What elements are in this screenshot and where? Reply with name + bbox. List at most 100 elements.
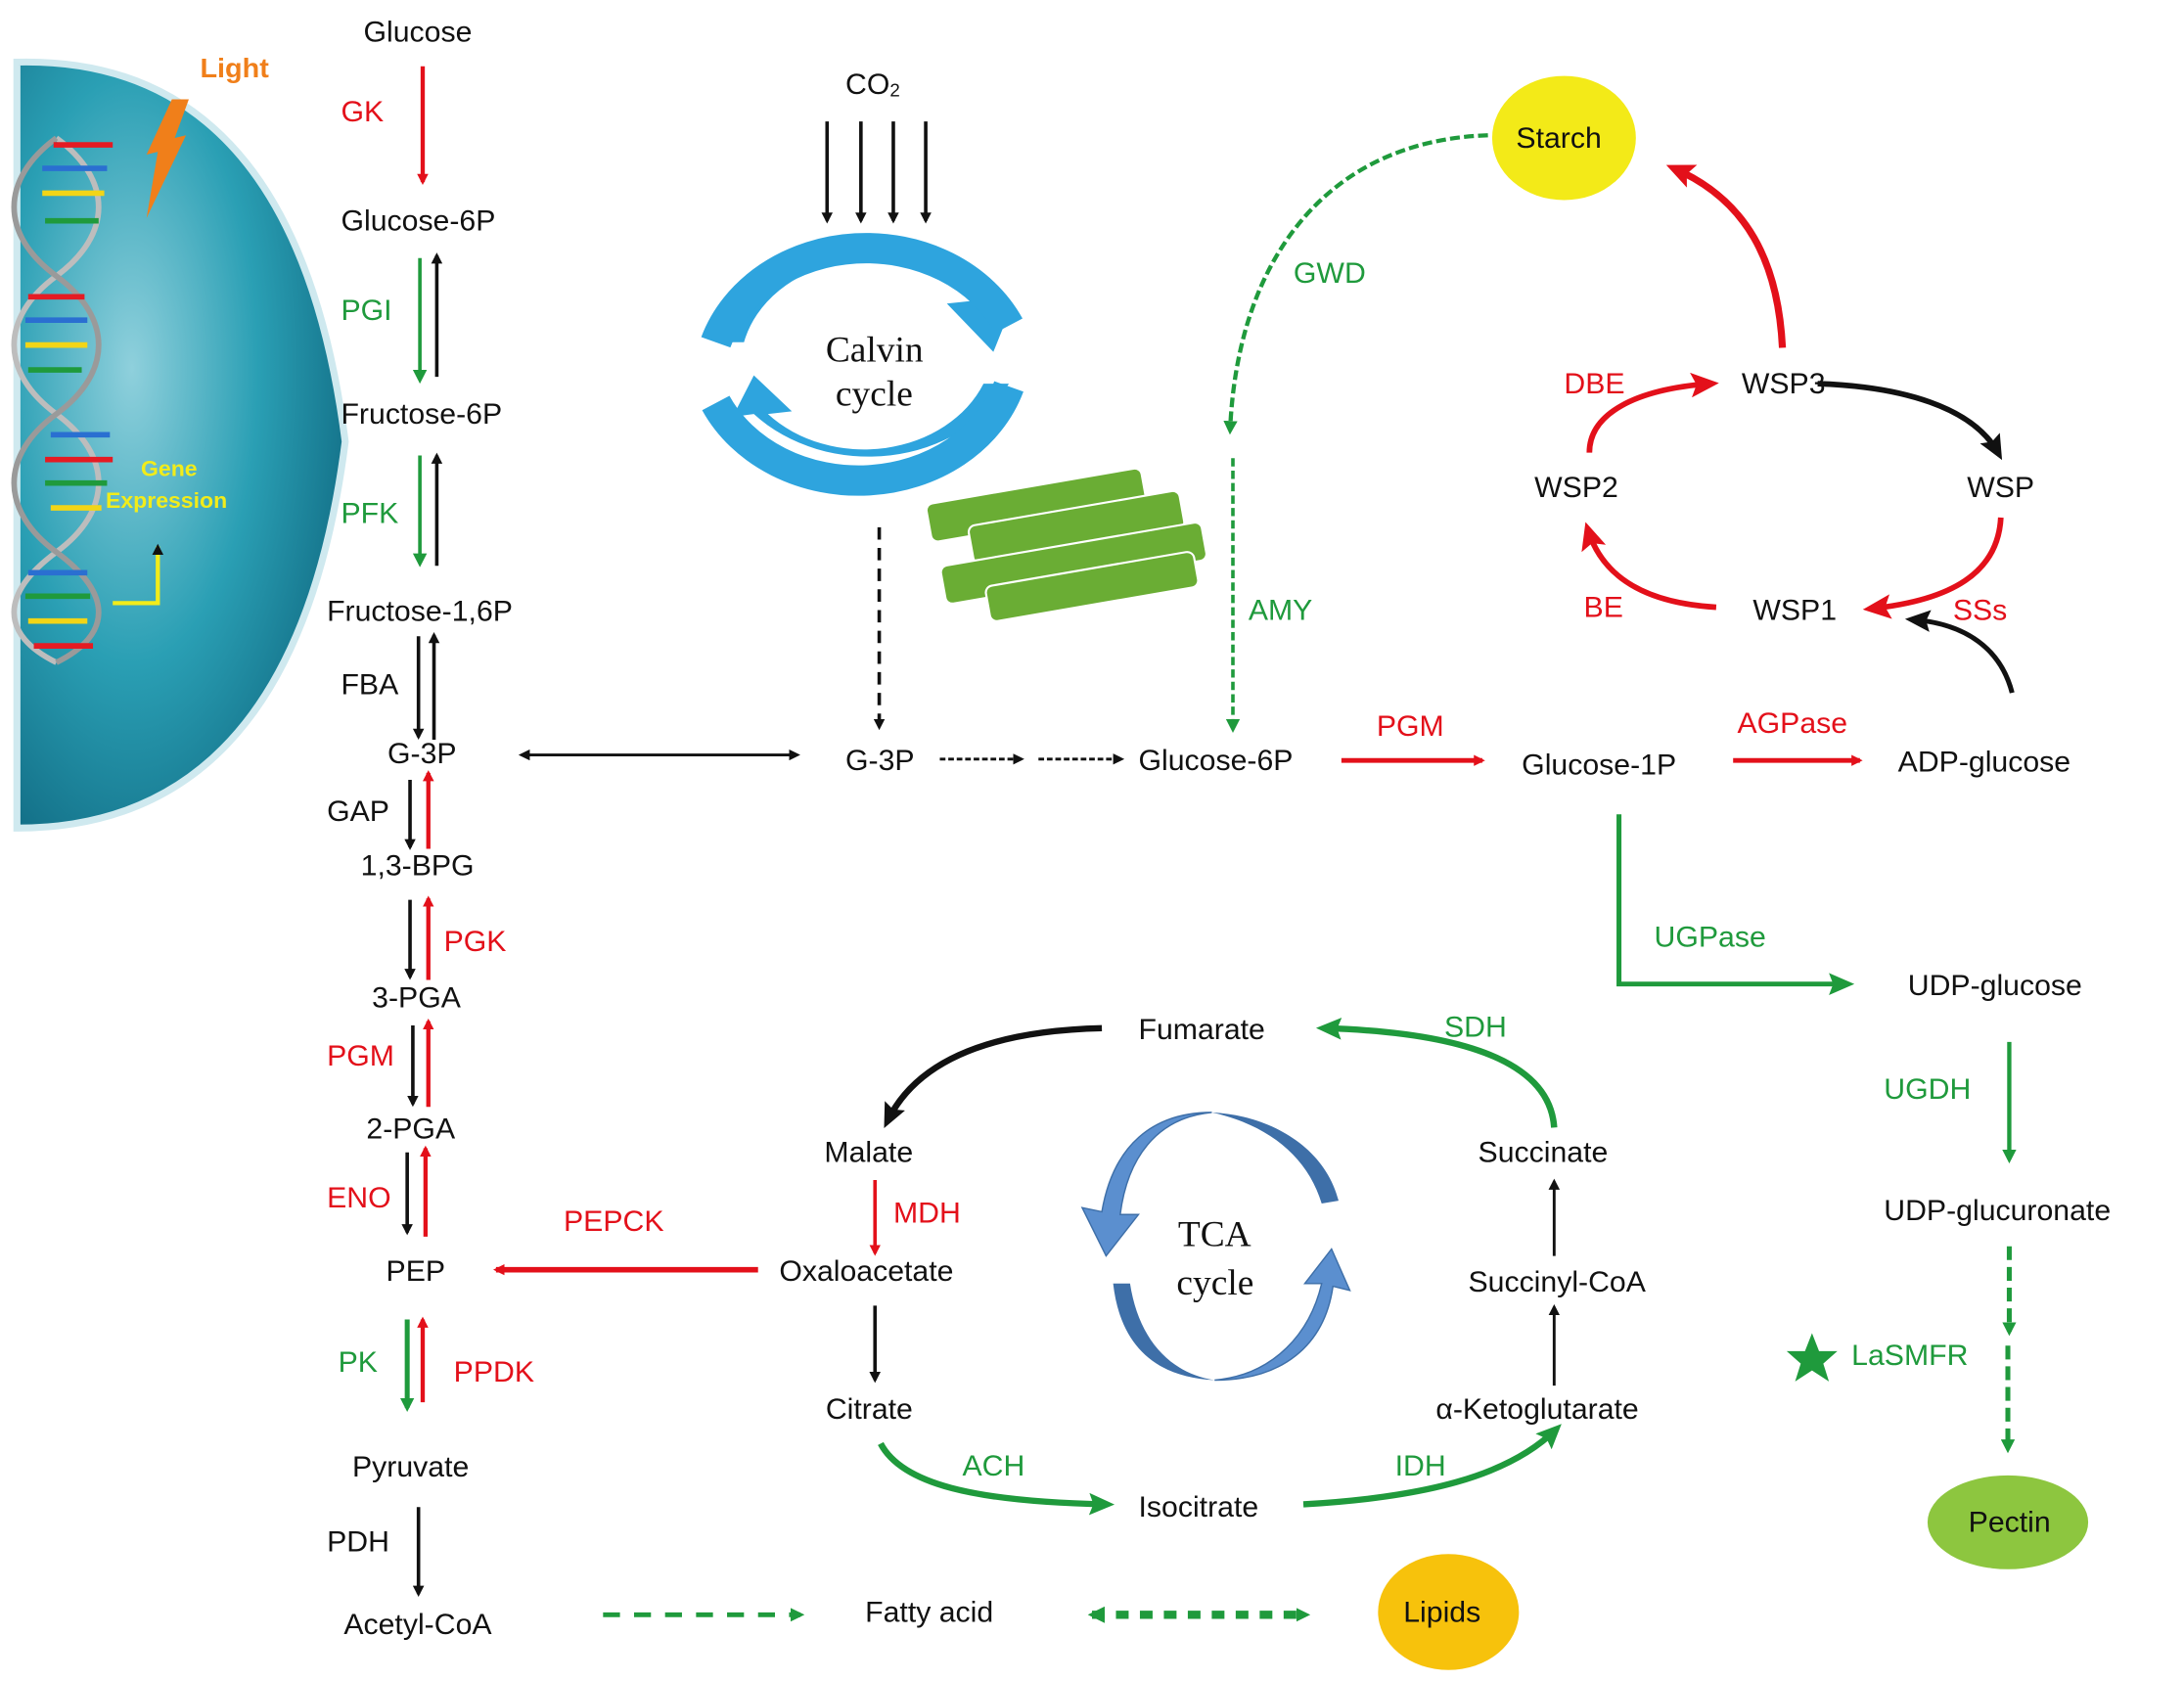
enzyme-pepck: PEPCK (564, 1205, 664, 1238)
enzyme-ugpase: UGPase (1655, 922, 1766, 954)
metabolite-pep: PEP (387, 1255, 445, 1288)
metabolite-udp-glucose: UDP-glucose (1908, 970, 2082, 1002)
arrow-wsp3-to-starch (1665, 164, 1787, 348)
calvin-cycle-arrow-bottom-icon (732, 375, 1010, 457)
enzyme-agpase: AGPase (1738, 707, 1848, 740)
tca-cycle-arrow-top-icon (1211, 1112, 1339, 1204)
calvin-ring-bottom (702, 381, 1024, 496)
metabolite-g3p: G-3P (387, 738, 457, 770)
pectin-pathway: UGPase UDP-glucose UGDH UDP-glucuronate … (1616, 814, 2111, 1569)
calvin-g3p: G-3P (845, 745, 915, 777)
metabolite-malate: Malate (824, 1137, 913, 1169)
starch-pathway: Starch GWD AMY PGM Glucose-1P AGPase ADP… (1223, 75, 2070, 782)
calvin-label-line2: cycle (836, 375, 913, 415)
dna-helix-icon (11, 135, 114, 665)
enzyme-mdh: MDH (893, 1198, 961, 1230)
metabolite-glucose-1p: Glucose-1P (1522, 750, 1676, 782)
enzyme-gk: GK (341, 96, 384, 128)
starch-node (1491, 75, 1636, 201)
lightning-icon (146, 99, 189, 218)
metabolite-fumarate: Fumarate (1139, 1014, 1265, 1046)
metabolite-wsp1: WSP1 (1752, 595, 1837, 627)
enzyme-pdh: PDH (327, 1526, 389, 1559)
pectin-label: Pectin (1969, 1507, 2051, 1539)
enzyme-gap: GAP (327, 796, 389, 829)
calvin-label-line1: Calvin (826, 331, 924, 371)
tca-cycle-arrow-left-icon (1080, 1112, 1212, 1257)
enzyme-ach: ACH (963, 1450, 1025, 1482)
metabolite-2pga: 2-PGA (366, 1113, 455, 1146)
metabolite-fructose-16p: Fructose-1,6P (327, 596, 513, 628)
enzyme-gwd: GWD (1294, 257, 1366, 290)
tca-cycle: Fumarate SDH Malate MDH Oxaloacetate Cit… (779, 1012, 1646, 1524)
enzyme-lasmfr: LaSMFR (1851, 1340, 1968, 1372)
arrow-sdh (1315, 1018, 1558, 1128)
enzyme-be: BE (1584, 592, 1623, 624)
light-label: Light (200, 53, 269, 84)
enzyme-sss: SSs (1953, 595, 2007, 627)
arrow-be (1581, 522, 1717, 611)
metabolite-udp-glucuronate: UDP-glucuronate (1884, 1195, 2111, 1227)
arrow-gwd (1223, 133, 1488, 435)
metabolite-fatty-acid: Fatty acid (865, 1597, 993, 1629)
calvin-ring-top (701, 233, 1023, 348)
metabolite-citrate: Citrate (826, 1393, 913, 1426)
enzyme-amy: AMY (1249, 595, 1313, 627)
metabolite-adp-glucose: ADP-glucose (1898, 747, 2070, 779)
enzyme-pgm-glycolysis: PGM (327, 1040, 394, 1072)
metabolite-13bpg: 1,3-BPG (361, 850, 475, 883)
metabolite-pyruvate: Pyruvate (352, 1452, 469, 1484)
enzyme-fba: FBA (341, 669, 398, 702)
lipids-pathway: Fatty acid Lipids (603, 1554, 1520, 1670)
arrow-dbe (1586, 372, 1719, 453)
metabolite-glucose: Glucose (364, 17, 473, 49)
metabolite-succinyl-coa: Succinyl-CoA (1468, 1267, 1645, 1299)
metabolite-wsp2: WSP2 (1534, 472, 1618, 504)
enzyme-sdh: SDH (1444, 1012, 1507, 1044)
arrow-ugpase (1616, 814, 1855, 995)
lipids-label: Lipids (1403, 1597, 1480, 1629)
arrow-sss (1862, 517, 2004, 619)
cell-panel: Light Gene Expression (11, 53, 349, 832)
metabolite-wsp3: WSP3 (1742, 368, 1826, 400)
enzyme-eno: ENO (327, 1182, 391, 1214)
metabolite-ketoglutarate: α-Ketoglutarate (1435, 1393, 1638, 1426)
enzyme-pfk: PFK (341, 498, 398, 530)
enzyme-idh: IDH (1395, 1450, 1446, 1482)
arrow-ach (878, 1441, 1115, 1516)
star-icon (1786, 1333, 1838, 1382)
enzyme-dbe: DBE (1564, 368, 1624, 400)
enzyme-pgm-starch: PGM (1377, 710, 1444, 743)
metabolite-wsp: WSP (1967, 472, 2034, 504)
gene-expression-label-line2: Expression (106, 487, 227, 513)
metabolite-glucose-6p: Glucose-6P (341, 205, 495, 238)
calvin-glucose-6p: Glucose-6P (1139, 745, 1294, 777)
enzyme-pgi: PGI (341, 295, 391, 328)
metabolite-acetyl-coa: Acetyl-CoA (343, 1609, 491, 1641)
pectin-node (1927, 1475, 2089, 1569)
metabolite-fructose-6p: Fructose-6P (341, 398, 502, 431)
arrow-idh (1302, 1424, 1562, 1508)
co2-label: CO2 (845, 68, 900, 101)
arrow-adp-to-wsp1 (1904, 610, 2015, 694)
enzyme-pgk: PGK (444, 926, 507, 958)
thylakoid-stack-icon (925, 467, 1208, 622)
tca-label-line1: TCA (1178, 1215, 1251, 1255)
gene-expression-arrow-icon (113, 543, 164, 606)
gene-expression-label-line1: Gene (141, 456, 198, 481)
metabolite-isocitrate: Isocitrate (1139, 1491, 1259, 1523)
enzyme-ugdh: UGDH (1884, 1073, 1971, 1106)
lipids-node (1378, 1554, 1520, 1670)
metabolite-3pga: 3-PGA (372, 982, 461, 1015)
starch-label: Starch (1516, 122, 1601, 155)
tca-label-line2: cycle (1176, 1263, 1253, 1303)
cell-membrane (13, 58, 349, 832)
glycolysis-pathway: Glucose GK Glucose-6P PGI Fructose-6P PF… (327, 17, 758, 1641)
enzyme-pk: PK (339, 1346, 378, 1379)
arrow-wsp3-to-wsp (1817, 381, 2003, 461)
tca-cycle-arrow-bottom-icon (1113, 1283, 1215, 1381)
arrow-fumarate-to-malate (884, 1024, 1103, 1128)
calvin-cycle: CO2 Calvin cycle (701, 68, 1024, 731)
metabolite-succinate: Succinate (1479, 1137, 1609, 1169)
